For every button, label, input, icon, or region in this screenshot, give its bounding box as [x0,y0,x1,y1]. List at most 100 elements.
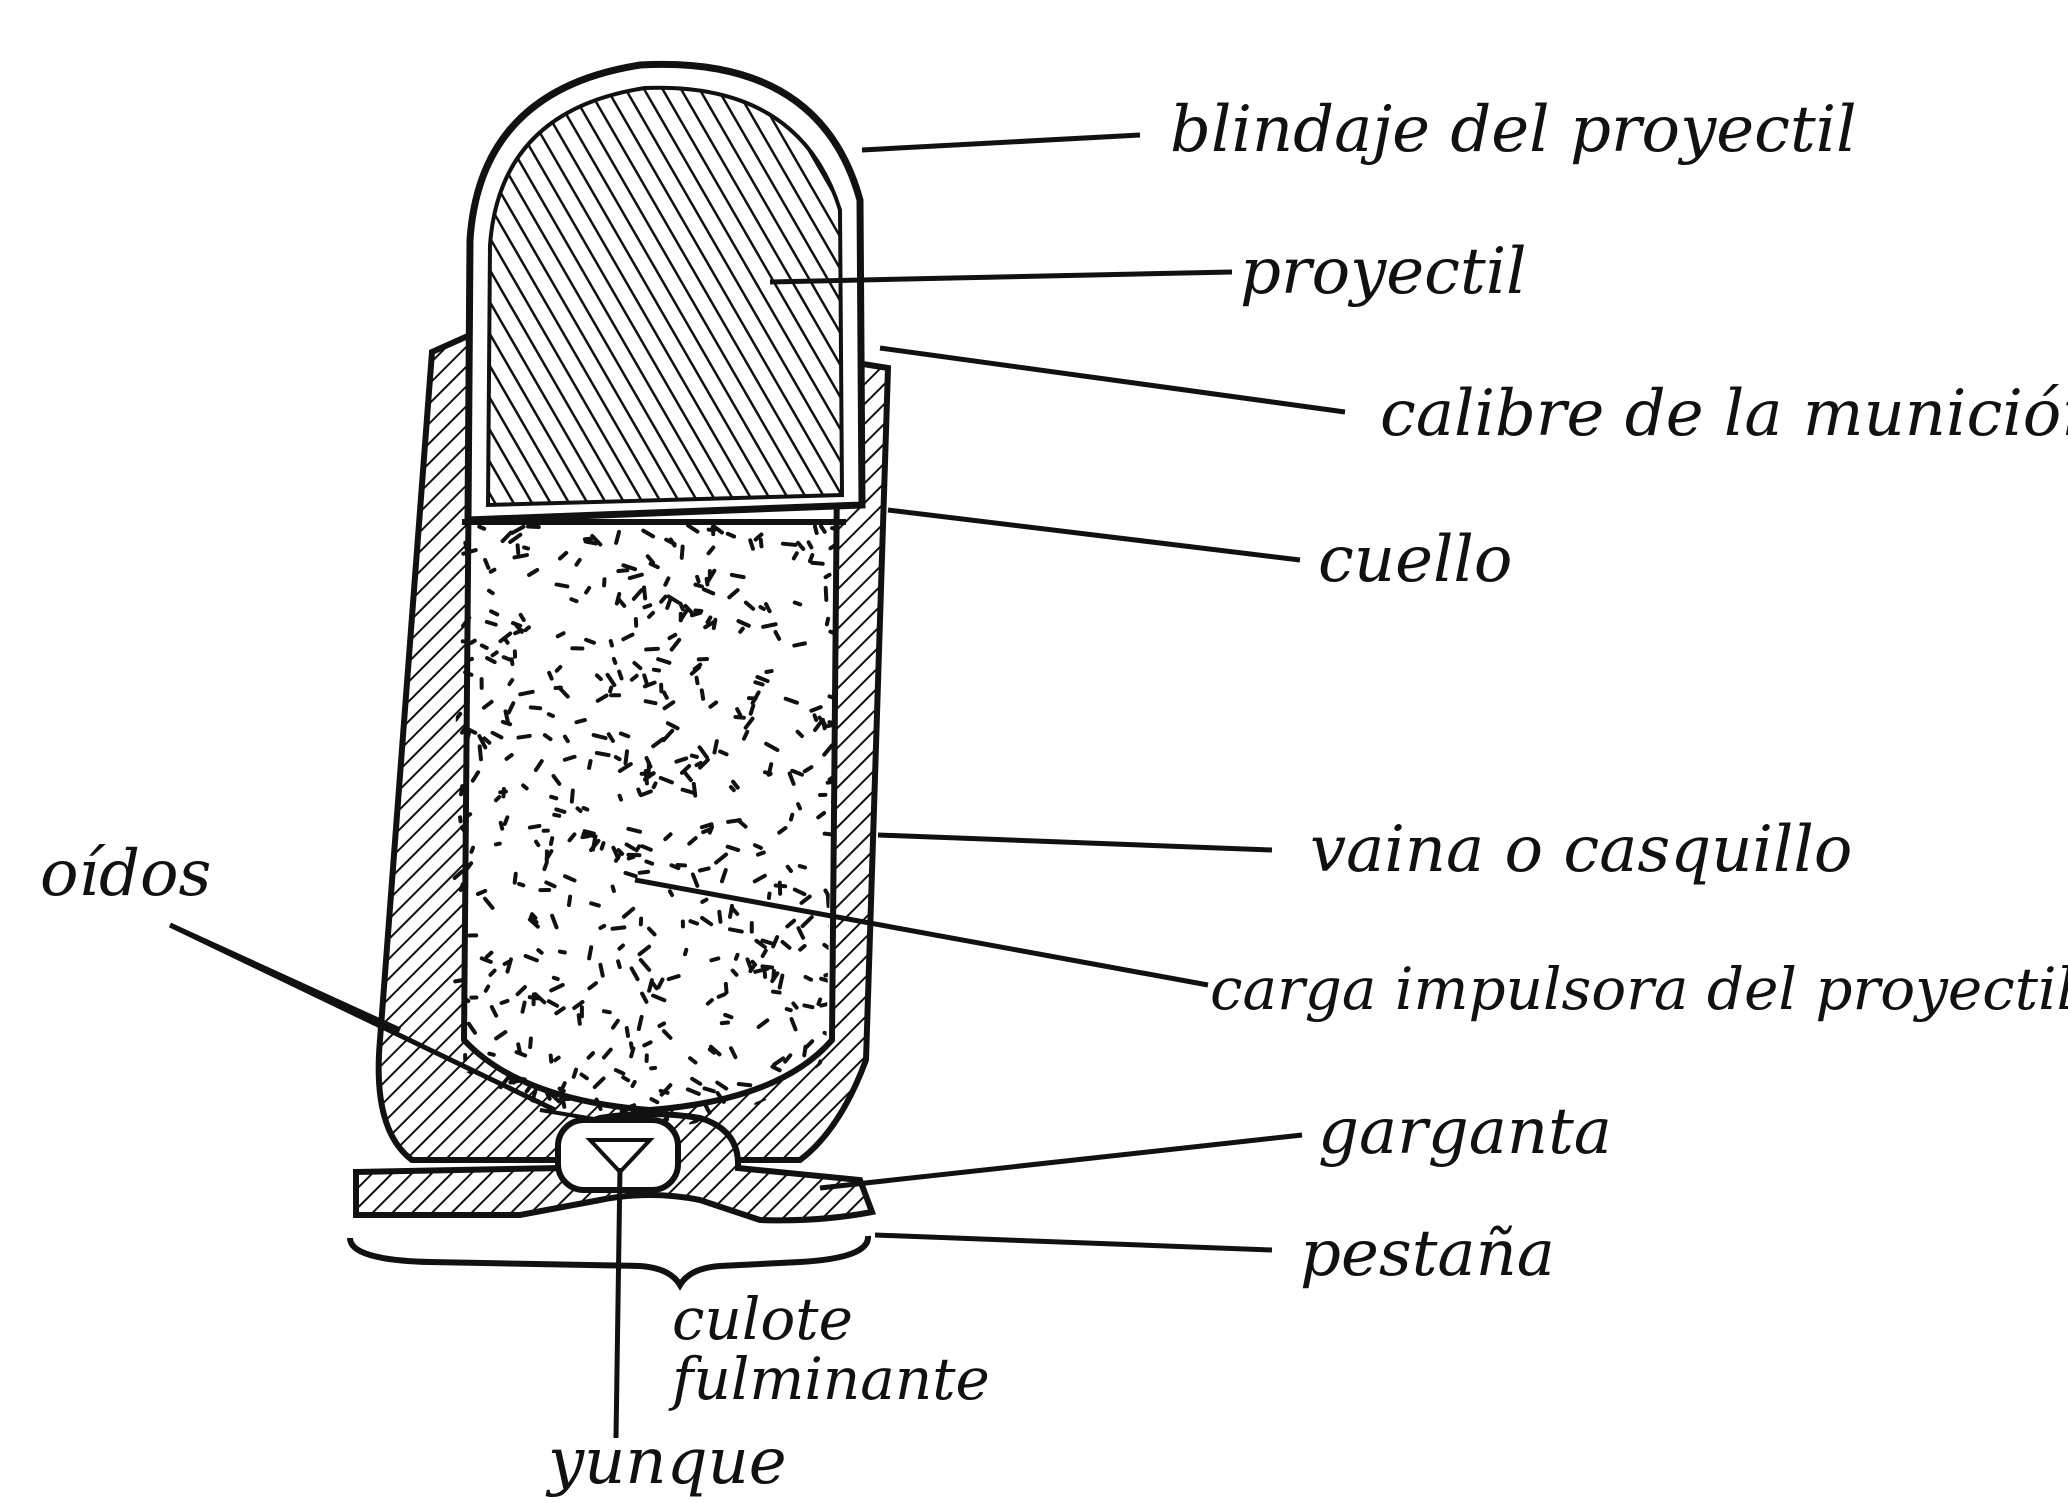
powder-grain [811,707,820,711]
leader-cuello [888,510,1300,560]
powder-grain [646,861,652,863]
powder-grain [479,527,484,529]
powder-grain [565,737,568,742]
label-calibre: calibre de la munición [1380,382,2068,446]
label-oidos: oídos [40,842,211,906]
powder-grain [706,1101,711,1104]
powder-grain [779,828,785,833]
powder-grain [526,956,537,960]
powder-grain [752,962,755,965]
powder-grain [798,804,800,808]
powder-grain [710,827,712,833]
powder-grain [731,1048,735,1057]
powder-grain [487,622,496,625]
label-carga: carga impulsora del proyectil [1210,960,2068,1018]
powder-grain [824,745,832,754]
label-pestana: pestaña [1300,1222,1555,1286]
powder-grain [680,604,682,610]
powder-grain [792,1019,796,1029]
powder-grain [798,543,803,549]
label-yunque: yunque [548,1430,787,1494]
powder-grain [586,542,596,544]
powder-grain [766,744,777,750]
powder-grain [531,707,540,708]
powder-grain [766,604,770,611]
powder-grain [669,976,679,979]
powder-grain [545,735,551,739]
powder-grain [821,979,828,981]
powder-grain [516,1078,524,1079]
powder-grain [565,757,575,760]
powder-grain [571,599,576,601]
powder-grain [672,640,680,650]
powder-grain [460,817,461,821]
powder-grain [624,909,633,917]
powder-grain [462,729,464,732]
powder-grain [690,1058,695,1062]
powder-grain [682,547,683,558]
powder-grain [667,599,670,608]
powder-grain [688,1089,699,1093]
powder-grain [695,585,701,587]
powder-grain [664,692,667,697]
powder-grain [676,758,686,761]
powder-grain [787,1009,791,1010]
powder-grain [598,696,607,701]
powder-grain [729,590,737,597]
powder-grain [518,987,525,994]
powder-grain [700,868,709,870]
label-cuello: cuello [1318,528,1512,592]
powder-grain [815,715,817,720]
powder-grain [549,714,553,716]
powder-grain [455,980,462,981]
powder-grain [597,675,601,679]
powder-grain [794,553,797,558]
powder-grain [685,950,686,954]
powder-grain [774,1058,783,1064]
powder-grain [618,961,620,967]
powder-grain [640,872,649,873]
powder-grain [728,820,740,822]
powder-grain [594,735,606,738]
powder-grain [482,645,487,648]
powder-grain [755,682,762,684]
powder-grain [515,630,522,633]
powder-grain [604,1011,610,1012]
powder-grain [570,834,575,840]
powder-grain [763,624,775,627]
powder-grain [642,994,646,1002]
powder-grain [518,1044,520,1051]
powder-grain [804,1005,812,1007]
powder-grain [579,1015,580,1024]
powder-grain [551,1055,552,1061]
powder-grain [620,796,621,800]
powder-grain [600,926,604,928]
powder-grain [554,776,560,784]
powder-grain [692,756,697,757]
powder-grain [641,791,651,795]
powder-grain [648,556,653,562]
powder-grain [697,678,698,683]
powder-grain [702,690,703,698]
powder-grain [486,986,488,990]
powder-grain [760,607,763,609]
powder-grain [664,1031,671,1038]
powder-grain [576,720,584,722]
powder-grain [726,984,727,993]
powder-grain [783,942,790,948]
powder-grain [623,1077,628,1080]
powder-grain [632,968,638,979]
powder-grain [798,928,803,938]
powder-grain [772,1067,779,1071]
powder-grain [509,680,512,684]
powder-grain [688,526,697,532]
powder-grain [536,842,538,846]
powder-grain [697,577,698,582]
powder-grain [627,844,634,848]
powder-grain [512,659,513,664]
powder-grain [514,555,526,557]
powder-grain [740,629,743,632]
powder-grain [722,1023,728,1024]
powder-grain [621,734,628,737]
